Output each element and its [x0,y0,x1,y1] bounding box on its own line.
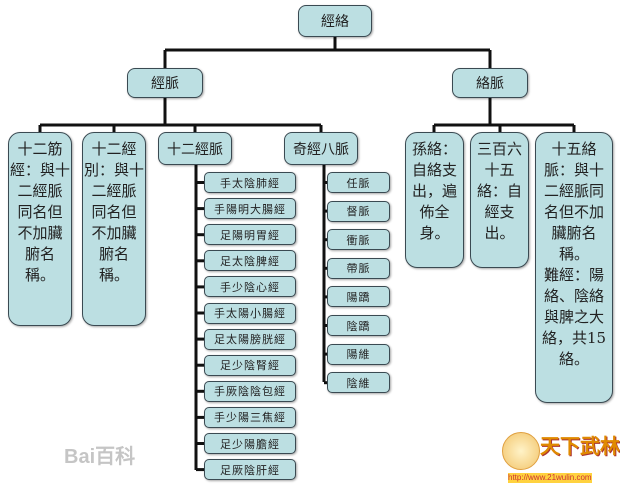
meridian-item: 手少陽三焦經 [204,406,296,428]
meridian-item: 足少陽膽經 [204,433,296,454]
meridian-item: 足太陽膀胱經 [204,328,296,350]
meridian-item: 足太陰脾經 [204,250,296,272]
twelve-meridians-node: 十二經脈 [158,132,232,165]
meridian-item: 手少陰心經 [204,276,296,298]
meridian-item: 手厥陰陰包經 [204,380,296,402]
logo-url: http://www.21wulin.com [508,473,592,483]
meridian-item: 衝脈 [327,229,390,251]
meridian-item: 陰維 [327,372,390,394]
shiwu-luo-node: 十五絡 脈：與十 二經脈同 名但不加 臟腑名 稱。 難經：陽 絡、陰絡 與脾之大… [535,132,613,403]
luomai-node: 絡脈 [452,68,528,98]
logo-text: 天下武林 [540,434,620,458]
jingbie-node: 十二經 別：與十 二經脈 同名但 不加臟 腑名 稱。 [82,132,146,326]
baidu-watermark: Bai百科 [64,446,136,468]
meridian-item: 督脈 [327,200,390,222]
meridian-item: 足厥陰肝經 [204,459,296,481]
meridian-item: 手太陽小腸經 [204,302,296,324]
meridian-item: 手太陰肺經 [204,172,296,193]
eight-extra-node: 奇經八脈 [284,132,358,165]
jingmai-node: 經脈 [127,68,203,98]
meridian-item: 手陽明大腸經 [204,198,296,220]
meridian-item: 陰蹻 [327,315,390,336]
meridian-item: 陽蹻 [327,286,390,308]
meridian-item: 足少陰腎經 [204,354,296,376]
meridian-item: 任脈 [327,172,390,193]
sunluo-node: 孫絡： 自絡支 出，遍 佈全 身。 [405,132,464,268]
meridian-item: 帶脈 [327,257,390,279]
sanbai-node: 三百六 十五 絡：自 經支 出。 [470,132,529,268]
meridian-item: 足陽明胃經 [204,224,296,246]
site-logo: 天下武林 http://www.21wulin.com [500,428,620,486]
logo-emblem-icon [502,432,540,470]
meridian-item: 陽維 [327,343,390,365]
root-node: 經絡 [298,5,372,37]
jinjing-node: 十二筋 經：與十 二經脈 同名但 不加臟 腑名 稱。 [8,132,72,326]
